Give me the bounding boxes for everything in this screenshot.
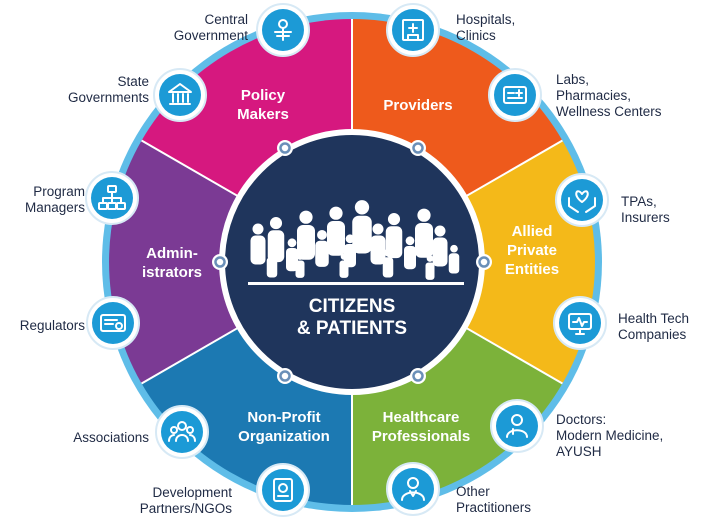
label-program-managers: Program Managers [24,184,85,215]
person-body [295,260,305,278]
label-central-government: Central Government [173,12,248,43]
health-tech-monitor-icon [553,296,607,350]
person-body [370,235,386,265]
label-development-partners: Development Partners/NGOs [139,485,232,516]
lab-pharmacy-icon [488,68,542,122]
label-state-governments: State Governments [67,74,149,105]
label-doctors: Doctors: Modern Medicine, AYUSH [556,412,664,459]
org-chart-icon [85,171,139,225]
doctor-icon [490,399,544,453]
connector-ring-inner [412,370,424,382]
sector-label-providers: Providers [383,97,452,114]
person-body [266,257,278,278]
certificate-icon [86,296,140,350]
connector-ring-inner [478,256,490,268]
connector-ring-inner [412,142,424,154]
person-head [417,208,431,222]
citizens-people-icon [248,200,464,285]
person-body [382,257,394,278]
person-body [415,223,433,258]
sector-label-allied: Allied [512,223,553,240]
person-head [296,253,304,260]
label-other-practitioners: Other Practitioners [456,484,532,515]
people-group-icon [155,405,209,459]
person-head [450,244,458,253]
sector-label-allied: Entities [505,261,559,278]
person-head [426,255,434,262]
hub-title-line2: & PATIENTS [297,318,407,339]
label-regulators: Regulators [19,318,85,333]
person-head [269,217,283,230]
sector-label-admin: Admin- [146,245,198,262]
label-health-tech: Health Tech Companies [618,311,690,342]
person-body [404,246,416,270]
person-body [432,237,448,267]
person-body [315,240,329,267]
person-head [434,225,446,237]
sector-label-admin: istrators [142,264,202,281]
person-head [354,200,370,215]
person-head [329,206,343,220]
person-body [425,262,435,280]
person-body [448,253,460,274]
person-body [327,221,345,256]
sector-label-allied: Private [507,242,557,259]
person-head [372,223,384,235]
connector-ring-inner [279,142,291,154]
sector-label-nonprofit: Organization [238,428,330,445]
person-body [250,235,266,265]
label-tpas-insurers: TPAs, Insurers [621,194,670,225]
sector-label-policy: Makers [237,106,289,123]
person-body [339,260,349,278]
person-head [340,253,348,260]
person-body [286,248,298,272]
national-emblem-icon [256,3,310,57]
label-hospitals-clinics: Hospitals, Clinics [456,12,516,43]
connector-ring-inner [214,256,226,268]
person-head [268,248,276,257]
person-head [299,210,313,224]
government-building-icon [153,68,207,122]
hospital-icon [386,3,440,57]
heart-hands-icon [555,173,609,227]
label-labs-pharmacies: Labs, Pharmacies, Wellness Centers [556,72,662,119]
person-head [384,248,392,257]
person-body [297,225,315,260]
sector-label-policy: Policy [241,87,286,104]
connector-ring-inner [279,370,291,382]
person-head [387,213,401,226]
hub-title-line1: CITIZENS [309,296,396,317]
ngo-document-icon [256,463,310,517]
sector-label-nonprofit: Non-Profit [247,409,320,426]
sector-label-healthcare: Professionals [372,428,470,445]
person-head [287,238,297,248]
person-head [317,229,327,240]
sector-label-healthcare: Healthcare [383,409,460,426]
person-head [345,234,355,244]
label-associations: Associations [73,430,149,445]
practitioner-icon [386,462,440,516]
crowd-ground-line [248,282,464,285]
person-head [405,236,415,246]
person-head [252,223,264,235]
person-body [352,215,372,254]
